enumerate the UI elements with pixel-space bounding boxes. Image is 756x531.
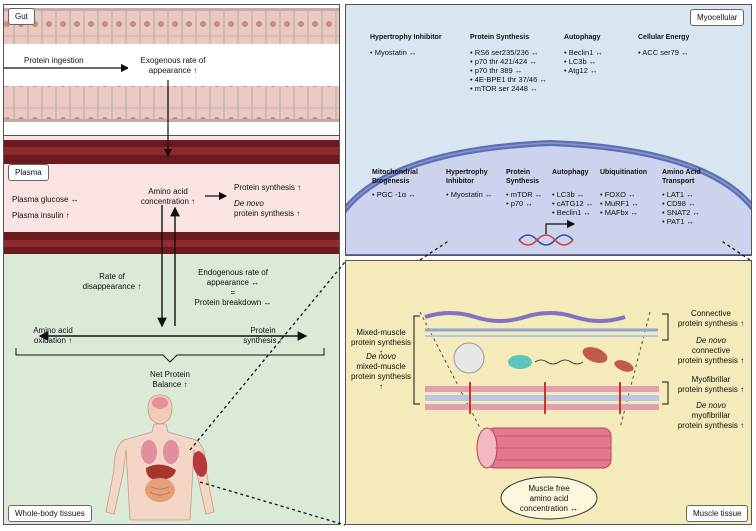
endogenous-label: Endogenous rate of appearance ↔ = Protei… [194,268,272,307]
thigh-muscle-icon [192,451,208,477]
muscle-tissue-tag: Muscle tissue [686,505,749,522]
top-group-protein-synthesis: Protein Synthesis RS6 ser235/236 ↔ p70 t… [470,33,550,93]
denovo-connective-label: De novo connective protein synthesis ↑ [677,336,745,365]
protein-ingestion-label: Protein ingestion [24,56,84,65]
plasma-denovo-label: De novo [234,199,264,208]
free-aa-label: Muscle free amino acid concentration ↔ [519,484,579,513]
exogenous-label: Exogenous rate of appearance ↑ [128,56,218,76]
plasma-ps-label: Protein synthesis ↑ [234,183,302,192]
plasma-denovo-ps-label: protein synthesis ↑ [234,209,301,218]
balance-brace [15,348,325,363]
gut-tag: Gut [8,8,35,25]
gut-epithelium-top [4,8,339,44]
protein-synthesis-label: Protein synthesis ↑ [243,326,283,345]
aa-concentration-label: Amino acid concentration ↑ [140,187,196,206]
denovo-myofibrillar-label: De novo myofibrillar protein synthesis ↑ [677,401,745,430]
gut-epithelium-bottom [4,86,339,122]
rate-disappearance-label: Rate of disappearance ↑ [82,272,142,291]
plasma-insulin-label: Plasma insulin ↑ [12,211,70,220]
human-body-illustration [105,394,215,521]
myofibrillar-label: Myofibrillar protein synthesis ↑ [677,375,745,394]
bottom-group-protein-synthesis: Protein Synthesis mTOR ↔ p70 ↔ [506,168,546,208]
whole-body-tag: Whole-body tissues [8,505,92,522]
plasma-glucose-label: Plasma glucose ↔ [12,195,79,204]
bottom-group-ubiquitination: Ubiquitination FOXO ↔ MuRF1 ↔ MAFbx ↔ [600,168,656,217]
myocellular-tag: Myocellular [690,9,745,26]
bottom-group-autophagy: Autophagy LC3b ↔ cATG12 ↔ Beclin1 ↔ [552,168,600,217]
aa-oxidation-label: Amino acid oxidation ↑ [33,326,73,345]
bottom-group-mito: Mitochondrial Biogenesis PGC -1α ↔ [372,168,434,199]
plasma-tag: Plasma [8,164,49,181]
top-group-autophagy: Autophagy Beclin1 ↔ LC3b ↔ Atg12 ↔ [564,33,624,75]
net-protein-balance-label: Net Protein Balance ↑ [149,370,191,389]
mixed-muscle-label: Mixed-muscle protein synthesis ↑ [350,328,412,357]
denovo-mixed-label: De novo mixed-muscle protein synthesis ↑ [350,352,412,391]
top-group-hypertrophy: Hypertrophy Inhibitor Myostatin ↔ [370,33,462,57]
cell-membrane [346,139,751,255]
connective-label: Connective protein synthesis ↑ [677,309,745,328]
bottom-group-hypertrophy: Hypertrophy Inhibitor Myostatin ↔ [446,168,504,199]
top-group-cellular-energy: Cellular Energy ACC ser79 ↔ [638,33,718,57]
bottom-group-aa-transport: Amino Acid Transport LAT1 ↔ CD98 ↔ SNAT2… [662,168,718,226]
